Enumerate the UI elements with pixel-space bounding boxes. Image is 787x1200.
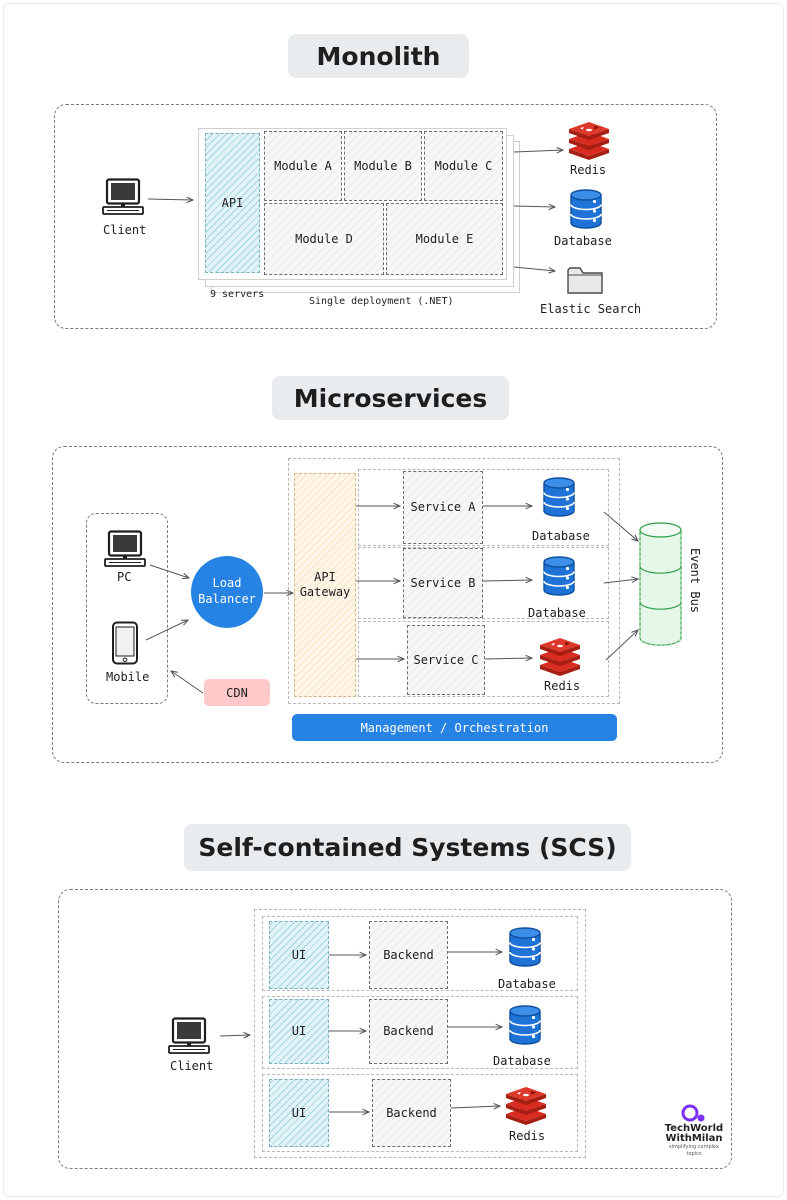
redis-icon	[537, 636, 583, 678]
module-d-box: Module D	[264, 203, 384, 275]
scs-lane-3	[262, 1074, 578, 1152]
monolith-database-label: Database	[554, 234, 612, 248]
database-icon	[542, 476, 576, 518]
monolith-api-box: API	[205, 133, 260, 273]
computer-icon	[101, 178, 145, 216]
monolith-redis-label: Redis	[570, 163, 607, 177]
module-b-box: Module B	[344, 131, 422, 201]
microservices-section	[52, 446, 723, 763]
computer-icon	[167, 1017, 211, 1055]
service-c-store-label: Redis	[544, 679, 581, 693]
scs-lane-1	[262, 916, 578, 991]
monolith-section	[54, 104, 717, 329]
scs-ui-box-2: UI	[269, 999, 329, 1064]
scs-section	[58, 889, 732, 1169]
api-gateway-box: API Gateway	[294, 473, 356, 697]
logo-line-2: WithMilan	[665, 1133, 723, 1144]
database-icon	[569, 188, 603, 230]
service-b-store-label: Database	[528, 606, 586, 620]
logo-mark-icon	[662, 1104, 726, 1124]
scs-client-label: Client	[170, 1059, 214, 1073]
mobile-label: Mobile	[106, 670, 150, 684]
load-balancer: Load Balancer	[191, 556, 263, 628]
mobile-phone-icon	[111, 621, 139, 665]
monolith-title: Monolith	[288, 34, 469, 78]
clients-group	[86, 513, 168, 704]
page-frame	[3, 3, 784, 1197]
database-icon	[542, 555, 576, 597]
service-a-lane	[358, 469, 609, 546]
service-a-store-label: Database	[532, 529, 590, 543]
cylinder-icon	[637, 520, 684, 648]
techworld-logo: TechWorld WithMilan simplifying complex …	[662, 1104, 726, 1158]
folder-icon	[566, 264, 604, 296]
scs-cluster	[254, 909, 586, 1158]
cdn-box: CDN	[204, 679, 270, 706]
scs-store-label-2: Database	[493, 1054, 551, 1068]
scs-backend-box-1: Backend	[369, 921, 448, 989]
scs-ui-box-1: UI	[269, 921, 329, 989]
scs-lane-2	[262, 996, 578, 1069]
load-balancer-label: Load Balancer	[198, 576, 256, 606]
elastic-search-label: Elastic Search	[540, 302, 642, 316]
module-e-box: Module E	[386, 203, 503, 275]
service-a-box: Service A	[403, 471, 483, 544]
computer-icon	[103, 530, 147, 568]
monolith-client-label: Client	[103, 223, 147, 237]
service-c-box: Service C	[407, 625, 485, 695]
scs-store-label-1: Database	[498, 977, 556, 991]
scs-ui-box-3: UI	[269, 1079, 329, 1147]
servers-note: 9 servers	[210, 289, 265, 300]
scs-backend-box-2: Backend	[369, 999, 448, 1064]
api-gateway-label: API Gateway	[299, 570, 351, 599]
event-bus-label: Event Bus	[688, 548, 702, 614]
deployment-note: Single deployment (.NET)	[309, 296, 454, 307]
service-b-box: Service B	[403, 548, 483, 618]
module-a-box: Module A	[264, 131, 342, 201]
management-orchestration-bar: Management / Orchestration	[292, 714, 617, 741]
logo-tagline: simplifying complex topics	[669, 1144, 719, 1157]
microservices-title: Microservices	[272, 376, 509, 420]
logo-line-1: TechWorld	[664, 1123, 724, 1134]
scs-store-label-3: Redis	[509, 1129, 546, 1143]
module-c-box: Module C	[424, 131, 503, 201]
pc-label: PC	[117, 570, 132, 584]
redis-icon	[566, 120, 612, 162]
scs-title: Self-contained Systems (SCS)	[184, 824, 631, 871]
scs-backend-box-3: Backend	[372, 1079, 451, 1147]
redis-icon	[503, 1085, 549, 1127]
database-icon	[508, 926, 542, 968]
database-icon	[508, 1004, 542, 1046]
